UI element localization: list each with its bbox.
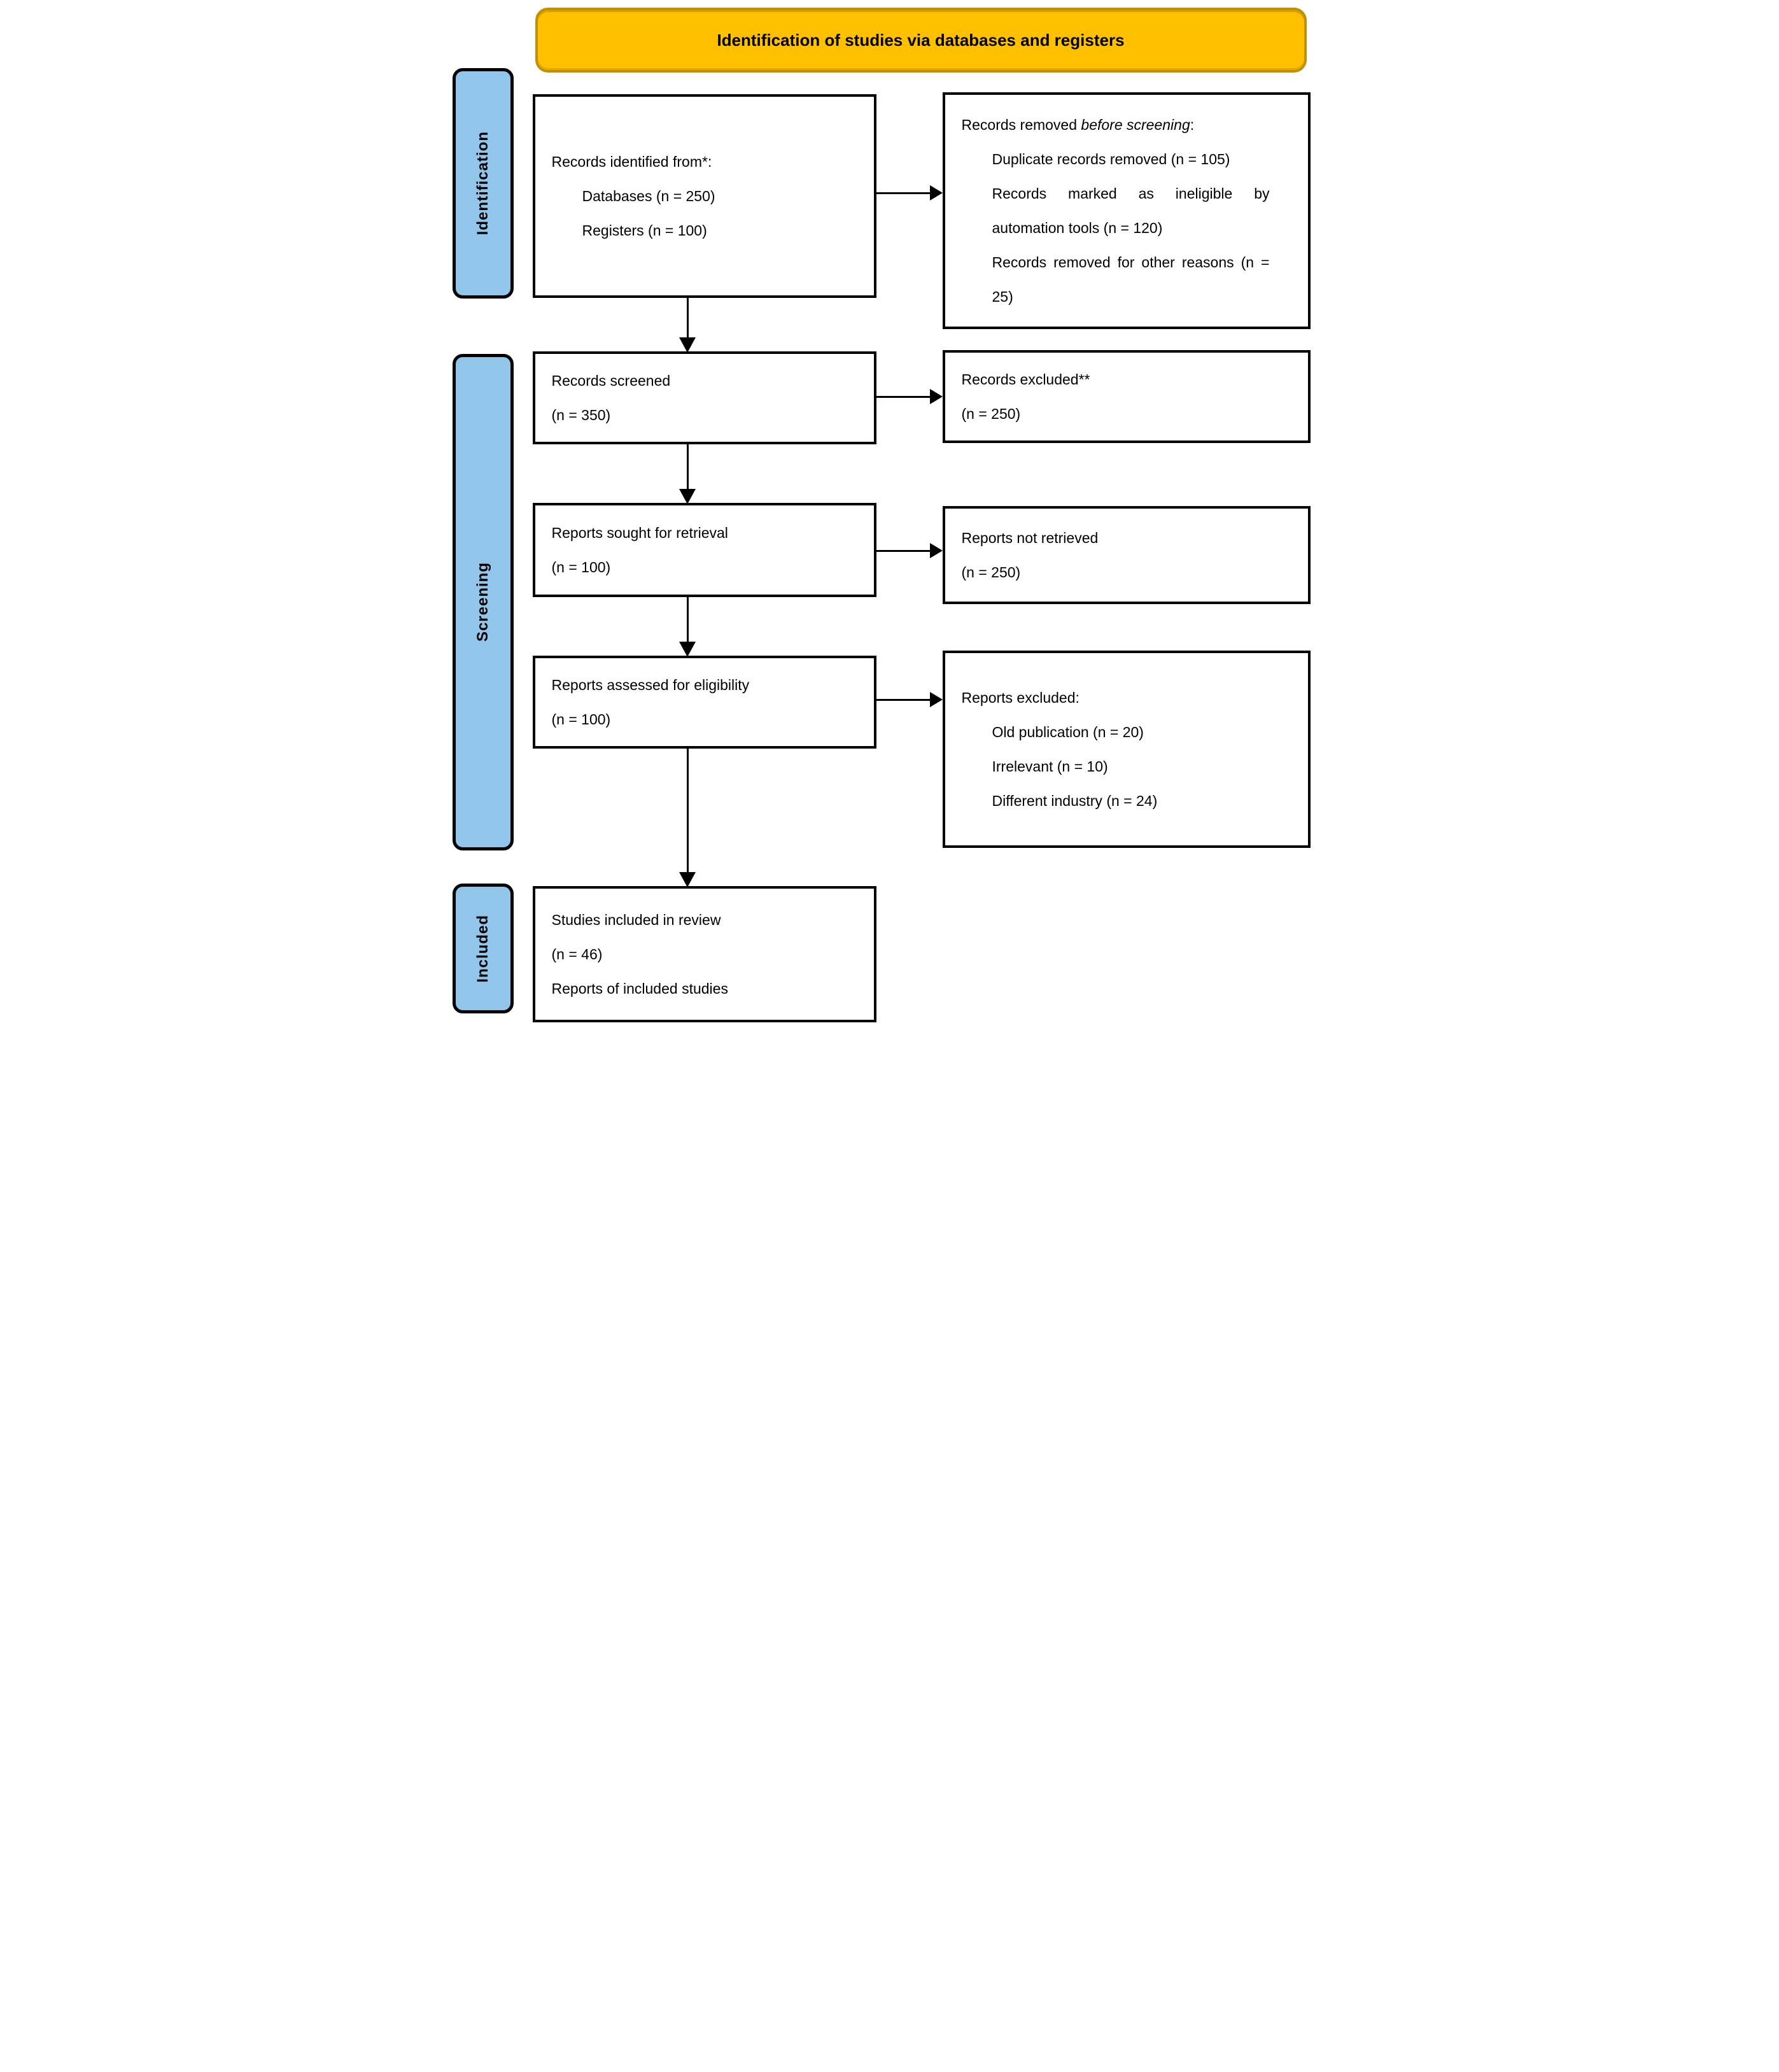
studies-included-text: Studies included in review — [551, 912, 721, 928]
records-identified-heading: Records identified from*: — [551, 153, 712, 170]
records-removed-item: Records marked as ineligible by automati… — [992, 185, 1270, 236]
box-studies-included: Studies included in review (n = 46) Repo… — [532, 886, 876, 1022]
box-records-excluded: Records excluded** (n = 250) — [942, 350, 1311, 443]
records-identified-item: Registers (n = 100) — [582, 222, 707, 239]
arrow-line — [686, 444, 689, 490]
records-excluded-count: (n = 250) — [961, 405, 1021, 422]
stage-screening-label: Screening — [474, 562, 491, 642]
box-reports-not-retrieved: Reports not retrieved (n = 250) — [942, 506, 1311, 604]
arrow-line — [686, 597, 689, 643]
records-screened-count: (n = 350) — [551, 407, 611, 423]
stage-screening: Screening — [452, 354, 514, 850]
arrow-right-icon — [929, 543, 943, 558]
arrow-down-icon — [679, 337, 696, 353]
page-title: Identification of studies via databases … — [717, 30, 1125, 50]
records-removed-heading-prefix: Records removed — [961, 116, 1081, 133]
box-records-removed-before-screening: Records removed before screening: Duplic… — [942, 92, 1311, 329]
arrow-right-icon — [929, 692, 943, 707]
box-records-screened: Records screened (n = 350) — [532, 351, 876, 444]
arrow-line — [686, 298, 689, 339]
reports-excluded-item: Old publication (n = 20) — [992, 724, 1144, 740]
arrow-line — [876, 192, 931, 194]
records-removed-heading: Records removed before screening: — [962, 108, 1295, 142]
box-records-identified: Records identified from*: Databases (n =… — [532, 94, 876, 298]
arrow-down-icon — [679, 642, 696, 657]
stage-identification: Identification — [452, 68, 514, 299]
records-removed-item: Records removed for other reasons (n = 2… — [992, 254, 1270, 305]
studies-included-reports: Reports of included studies — [551, 980, 728, 997]
arrow-line — [876, 550, 931, 552]
arrow-right-icon — [929, 389, 943, 404]
records-removed-item: Duplicate records removed (n = 105) — [992, 151, 1230, 167]
reports-not-retrieved-text: Reports not retrieved — [961, 530, 1099, 546]
reports-assessed-count: (n = 100) — [551, 711, 611, 728]
stage-included: Included — [452, 884, 514, 1013]
box-reports-sought: Reports sought for retrieval (n = 100) — [532, 503, 876, 597]
reports-excluded-item: Irrelevant (n = 10) — [992, 758, 1108, 775]
reports-sought-count: (n = 100) — [551, 559, 611, 575]
reports-excluded-heading: Reports excluded: — [961, 689, 1079, 706]
records-removed-heading-emphasis: before screening — [1081, 116, 1190, 133]
box-reports-excluded: Reports excluded: Old publication (n = 2… — [942, 651, 1311, 848]
arrow-line — [876, 699, 931, 701]
box-reports-assessed: Reports assessed for eligibility (n = 10… — [532, 656, 876, 749]
arrow-line — [876, 396, 931, 398]
arrow-right-icon — [929, 185, 943, 201]
stage-identification-label: Identification — [474, 131, 491, 236]
arrow-down-icon — [679, 872, 696, 887]
reports-assessed-text: Reports assessed for eligibility — [551, 677, 750, 693]
reports-not-retrieved-count: (n = 250) — [961, 564, 1021, 581]
arrow-line — [686, 749, 689, 873]
records-identified-item: Databases (n = 250) — [582, 188, 715, 204]
title-banner: Identification of studies via databases … — [535, 8, 1307, 73]
prisma-flow-diagram: Identification of studies via databases … — [444, 0, 1335, 1036]
studies-included-count: (n = 46) — [551, 946, 603, 962]
records-screened-text: Records screened — [551, 372, 671, 389]
reports-sought-text: Reports sought for retrieval — [551, 525, 728, 541]
arrow-down-icon — [679, 489, 696, 504]
reports-excluded-item: Different industry (n = 24) — [992, 793, 1158, 809]
records-excluded-text: Records excluded** — [961, 371, 1090, 388]
stage-included-label: Included — [474, 914, 491, 983]
records-removed-heading-suffix: : — [1190, 116, 1195, 133]
